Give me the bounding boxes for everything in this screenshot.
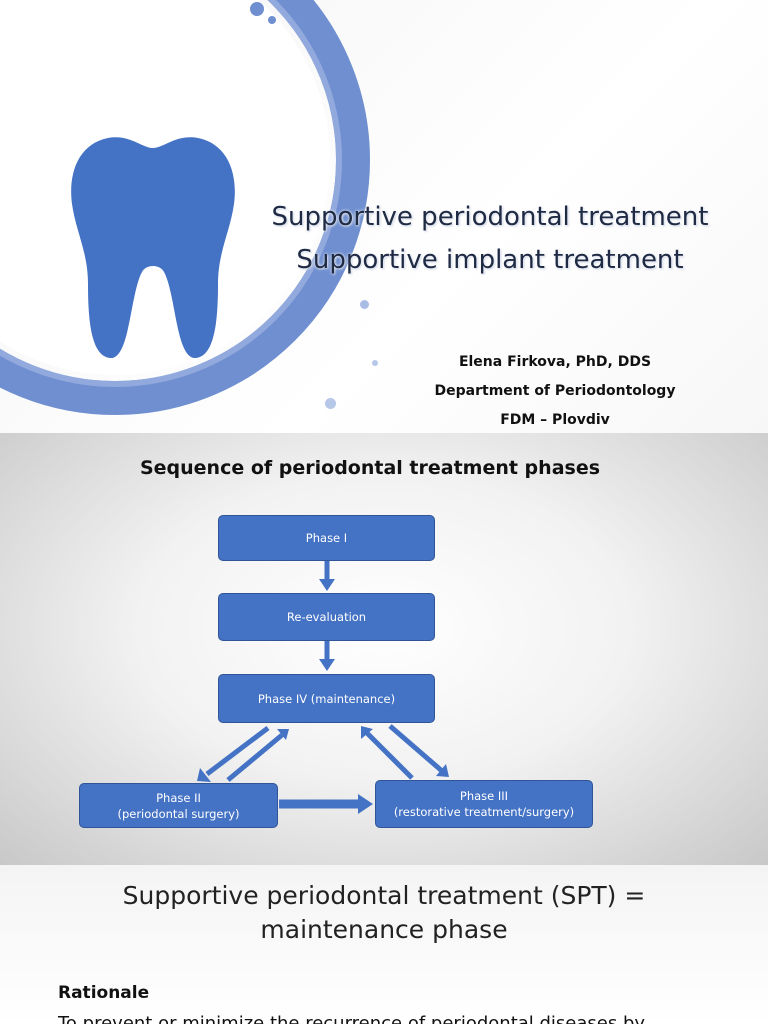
institution-name: FDM – Plovdiv xyxy=(500,412,610,428)
slide-title: Supportive periodontal treatment Support… xyxy=(230,196,750,282)
paint-splash xyxy=(360,300,369,309)
tooth-icon xyxy=(71,137,235,359)
author-block: Elena Firkova, PhD, DDS Department of Pe… xyxy=(420,348,690,433)
department-name: Department of Periodontology xyxy=(434,383,676,399)
phase4-box: Phase IV (maintenance) xyxy=(218,674,435,723)
title-slide: Supportive periodontal treatment Support… xyxy=(0,0,768,433)
rationale-heading: Rationale xyxy=(58,983,150,1003)
diagram-title: Sequence of periodontal treatment phases xyxy=(139,457,601,479)
arrow-reeval-to-phase4 xyxy=(319,641,335,671)
phase1-box: Phase I xyxy=(218,515,435,561)
arrow-phase4-to-phase3 xyxy=(388,724,449,777)
flow-arrows xyxy=(197,561,449,814)
arrow-phase4-to-phase2 xyxy=(197,726,270,782)
phase4-label: Phase IV (maintenance) xyxy=(257,691,396,706)
paint-splash xyxy=(325,398,336,409)
title-line-1: Supportive periodontal treatment xyxy=(271,202,709,232)
phase3-label: Phase III xyxy=(459,789,509,803)
rationale-body: To prevent or minimize the recurrence of… xyxy=(58,1013,646,1024)
reevaluation-label: Re-evaluation xyxy=(286,610,367,624)
paint-splash xyxy=(372,360,378,366)
title-line-2: Supportive implant treatment xyxy=(296,245,684,275)
spt-title-line-1: Supportive periodontal treatment (SPT) = xyxy=(122,881,646,910)
spt-title-line-2: maintenance phase xyxy=(260,915,508,944)
arrow-phase2-to-phase3 xyxy=(279,794,373,814)
spt-slide: Supportive periodontal treatment (SPT) =… xyxy=(0,865,768,1024)
reevaluation-box: Re-evaluation xyxy=(218,593,435,641)
paint-splash xyxy=(268,16,276,24)
arrow-phase1-to-reeval xyxy=(319,561,335,591)
paint-splash xyxy=(250,2,264,16)
author-name: Elena Firkova, PhD, DDS xyxy=(458,354,652,370)
spt-title: Supportive periodontal treatment (SPT) =… xyxy=(0,879,768,947)
phase1-label: Phase I xyxy=(305,531,348,545)
flow-diagram-slide: Sequence of periodontal treatment phases xyxy=(0,433,768,865)
phase3-box: Phase III (restorative treatment/surgery… xyxy=(375,780,593,828)
phase2-label: Phase II xyxy=(156,790,201,805)
phase3-sublabel: (restorative treatment/surgery) xyxy=(393,805,575,819)
arrow-phase2-to-phase4 xyxy=(226,729,289,782)
phase2-sublabel: (periodontal surgery) xyxy=(117,806,240,821)
phase2-box: Phase II (periodontal surgery) xyxy=(79,783,278,828)
arrow-phase3-to-phase4 xyxy=(361,726,414,780)
